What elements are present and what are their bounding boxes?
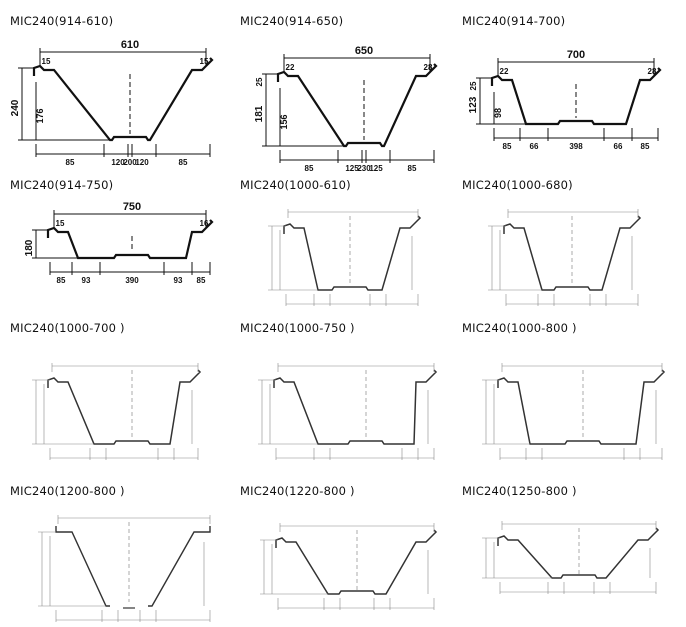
profile-outline	[283, 215, 422, 291]
lip-label-right: 16	[200, 219, 209, 228]
lip-label-left: 15	[42, 57, 51, 66]
lip-label-right: 28	[648, 67, 657, 76]
panel-title: MIC240(1000-800 )	[462, 321, 577, 335]
bottom-dimension-label: 120	[111, 158, 125, 167]
profile-outline	[32, 57, 214, 142]
profile-outline-right	[148, 526, 211, 607]
panel-1220-800: MIC240(1220-800 )	[230, 478, 458, 627]
profile-drawing	[32, 363, 202, 460]
bottom-dimension-label: 85	[408, 164, 417, 173]
profile-drawing	[260, 523, 438, 610]
flange-label: 25	[255, 77, 264, 86]
bottom-dimension-label: 85	[641, 142, 650, 151]
profile-drawing	[482, 521, 660, 594]
width-label: 610	[121, 39, 139, 51]
panel-title: MIC240(1000-750 )	[240, 321, 355, 335]
lip-label-left: 22	[286, 63, 295, 72]
width-label: 700	[567, 49, 585, 61]
bottom-dimension-label: 93	[174, 276, 183, 285]
panel-title: MIC240(1000-680)	[462, 178, 573, 192]
flange-label: 25	[469, 81, 478, 90]
profile-outline	[497, 527, 660, 579]
panel-1000-680: MIC240(1000-680)	[452, 170, 680, 320]
profile-drawing	[488, 209, 642, 306]
depth-label: 240	[10, 99, 21, 116]
lip-label-left: 15	[56, 219, 65, 228]
bottom-dimension-label: 125	[345, 164, 359, 173]
panel-914-700: MIC240(914-700) 700 123 98 25 22 28 85 66 398 66 8…	[452, 0, 680, 175]
bottom-dimension-label: 85	[305, 164, 314, 173]
profile-outline	[490, 67, 662, 126]
panel-title: MIC240(914-700)	[462, 14, 566, 28]
inner-depth-label: 156	[279, 114, 289, 129]
profile-drawing: 750 180 15 16 85 93 390 93 85	[24, 201, 214, 285]
panel-title: MIC240(1000-700 )	[10, 321, 125, 335]
lip-label-left: 22	[500, 67, 509, 76]
width-label: 650	[355, 45, 373, 57]
panel-1000-610: MIC240(1000-610)	[230, 170, 458, 320]
panel-title: MIC240(914-650)	[240, 14, 344, 28]
panel-title: MIC240(1200-800 )	[10, 484, 125, 498]
bottom-dimension-label: 85	[197, 276, 206, 285]
panel-1000-750: MIC240(1000-750 )	[230, 314, 458, 479]
depth-label: 181	[254, 105, 265, 122]
bottom-dimension-label: 66	[530, 142, 539, 151]
bottom-dimension-label: 66	[614, 142, 623, 151]
profile-drawing	[258, 363, 438, 460]
depth-label: 180	[24, 239, 35, 256]
panel-1200-800: MIC240(1200-800 )	[0, 478, 228, 627]
bottom-dimension-label: 93	[82, 276, 91, 285]
profile-outline	[46, 219, 214, 260]
bottom-dimension-label: 125	[369, 164, 383, 173]
bottom-dimension-label: 120	[135, 158, 149, 167]
inner-depth-label: 176	[35, 108, 45, 123]
profile-outline	[276, 63, 438, 148]
panel-1250-800: MIC240(1250-800 )	[452, 478, 680, 627]
width-label: 750	[123, 201, 141, 213]
panel-1000-700: MIC240(1000-700 )	[0, 314, 228, 479]
panel-title: MIC240(1220-800 )	[240, 484, 355, 498]
bottom-dimension-label: 390	[125, 276, 139, 285]
profile-outline	[503, 215, 642, 291]
bottom-dimension-label: 398	[569, 142, 583, 151]
depth-label: 123	[468, 96, 479, 113]
lip-label-right: 15	[200, 57, 209, 66]
panel-title: MIC240(914-750)	[10, 178, 114, 192]
profile-drawing	[482, 363, 666, 460]
profile-drawing	[268, 209, 422, 306]
profile-drawing	[38, 515, 211, 622]
panel-title: MIC240(1250-800 )	[462, 484, 577, 498]
panel-title: MIC240(1000-610)	[240, 178, 351, 192]
panel-1000-800: MIC240(1000-800 )	[452, 314, 680, 479]
panel-914-750: MIC240(914-750) 750 180 15 16 85 93 390 93 85	[0, 170, 228, 320]
bottom-dimension-label: 230	[357, 164, 371, 173]
bottom-dimension-label: 85	[503, 142, 512, 151]
bottom-dimension-label: 85	[57, 276, 66, 285]
bottom-dimension-label: 200	[123, 158, 137, 167]
profile-outline	[47, 369, 202, 445]
profile-outline	[497, 369, 666, 445]
bottom-dimension-label: 85	[66, 158, 75, 167]
inner-depth-label: 98	[493, 108, 503, 118]
profile-drawing: 700 123 98 25 22 28 85 66 398 66 85	[468, 49, 662, 151]
bottom-dimension-label: 85	[179, 158, 188, 167]
lip-label-right: 28	[424, 63, 433, 72]
panel-title: MIC240(914-610)	[10, 14, 114, 28]
profile-outline	[275, 529, 438, 595]
profile-outline-left	[55, 526, 110, 607]
profile-outline	[273, 369, 438, 445]
